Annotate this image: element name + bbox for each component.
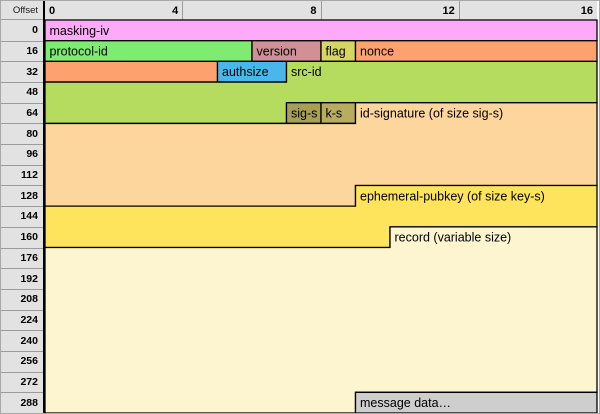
offset-label: 32 xyxy=(1,61,43,84)
offset-label: 256 xyxy=(1,351,43,373)
field-masking-iv xyxy=(44,19,598,42)
field-label-id-signature: id-signature (of size sig-s) xyxy=(360,107,503,121)
offset-label: 288 xyxy=(20,396,38,409)
field-label-authsize: authsize xyxy=(222,65,269,79)
offset-label: 144 xyxy=(1,206,43,228)
field-label-version: version xyxy=(257,45,297,59)
field-label-k-s: k-s xyxy=(326,107,343,121)
field-label-src-id: src-id xyxy=(291,65,322,79)
column-label: 12 xyxy=(442,4,455,17)
column-label: 16 xyxy=(580,4,593,17)
offset-label: 128 xyxy=(1,185,43,208)
offset-label: 224 xyxy=(1,310,43,332)
column-label: 4 xyxy=(172,4,179,17)
field-label-masking-iv: masking-iv xyxy=(50,24,110,38)
offset-label: 160 xyxy=(1,227,43,249)
offset-header-cell: Offset xyxy=(1,1,43,20)
field-label-sig-s: sig-s xyxy=(291,107,317,121)
field-label-record: record (variable size) xyxy=(395,231,512,245)
offset-label: 96 xyxy=(1,144,43,166)
offset-label: 112 xyxy=(1,165,43,187)
field-label-nonce: nonce xyxy=(360,45,394,59)
field-label-ephemeral-pubkey: ephemeral-pubkey (of size key-s) xyxy=(360,189,545,203)
field-label-protocol-id: protocol-id xyxy=(50,45,108,59)
column-header-cell: 8 xyxy=(182,1,320,20)
offset-grid-separator xyxy=(43,1,45,413)
field-label-flag: flag xyxy=(326,45,346,59)
offset-label: 192 xyxy=(1,268,43,290)
field-label-message-data: message data… xyxy=(360,396,451,410)
field-message-data xyxy=(354,391,598,413)
offset-header-label: Offset xyxy=(12,4,38,16)
offset-label: 176 xyxy=(1,248,43,270)
column-label: 8 xyxy=(310,4,317,17)
offset-label: 80 xyxy=(1,123,43,146)
field-record xyxy=(44,226,598,413)
offset-label: 272 xyxy=(1,372,43,394)
offset-label: 208 xyxy=(1,289,43,311)
offset-label: 16 xyxy=(1,41,43,63)
offset-label: 240 xyxy=(1,330,43,352)
offset-label: 64 xyxy=(1,103,43,125)
field-grid: masking-iv protocol-id version flag nonce aut… xyxy=(44,19,598,413)
column-header-cell: 12 xyxy=(320,1,459,20)
offset-label: 48 xyxy=(1,82,43,104)
offset-label: 0 xyxy=(1,20,43,42)
column-label: 0 xyxy=(49,4,56,17)
column-header-cell: 16 xyxy=(458,1,597,20)
